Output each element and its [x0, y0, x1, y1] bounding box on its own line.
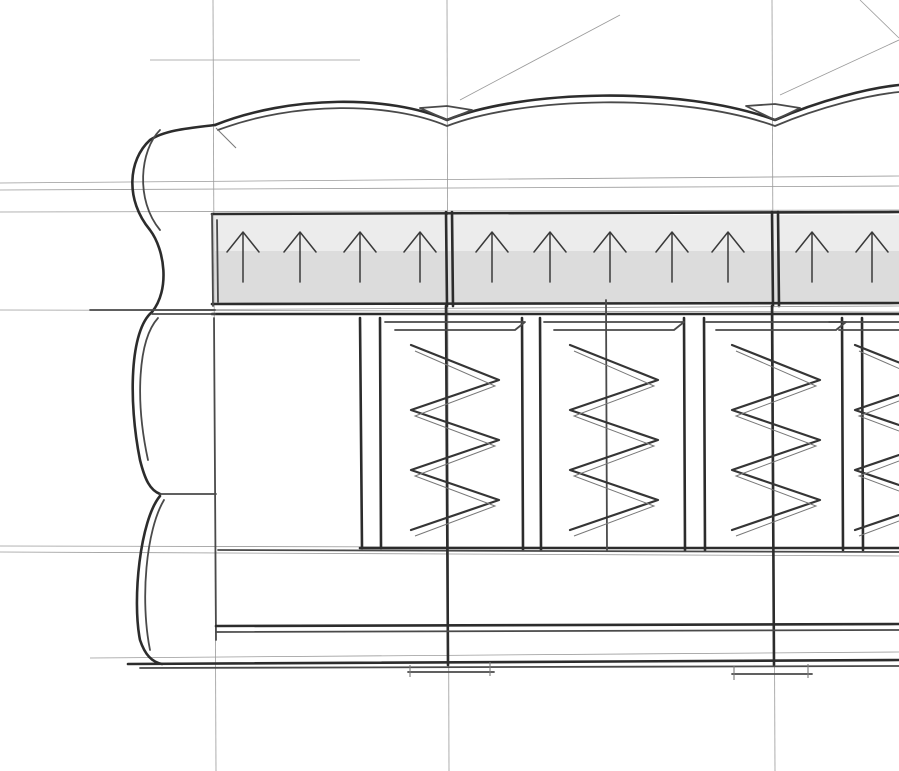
spring-coil	[730, 343, 822, 532]
up-arrow-icon	[343, 231, 377, 283]
spring-coil-shade	[857, 350, 899, 537]
up-arrow-icon	[593, 231, 627, 283]
spring-coil-shade	[413, 350, 497, 537]
spring-coil-shade	[572, 350, 656, 537]
foam-layer	[99, 210, 899, 311]
up-arrow-icon	[283, 231, 317, 283]
pocket-springs	[384, 321, 899, 537]
side-border	[89, 309, 217, 666]
spring-coil	[568, 343, 660, 532]
up-arrow-icon	[226, 231, 260, 283]
spring-coil-shade	[734, 350, 818, 537]
up-arrow-icon	[711, 231, 745, 283]
spring-top-wire	[828, 321, 899, 331]
spring-coil	[409, 343, 501, 532]
spring-top-wire	[705, 321, 847, 331]
spring-unit-frame	[210, 299, 899, 667]
spring-top-wire	[384, 321, 526, 331]
up-arrow-icon	[475, 231, 509, 283]
base-layer	[126, 622, 899, 680]
spring-top-wire	[543, 321, 685, 331]
up-arrow-icon	[795, 231, 829, 283]
foam-arrows	[226, 231, 889, 283]
up-arrow-icon	[855, 231, 889, 283]
pillow-top-layer	[131, 83, 899, 314]
up-arrow-icon	[533, 231, 567, 283]
up-arrow-icon	[655, 231, 689, 283]
up-arrow-icon	[403, 231, 437, 283]
